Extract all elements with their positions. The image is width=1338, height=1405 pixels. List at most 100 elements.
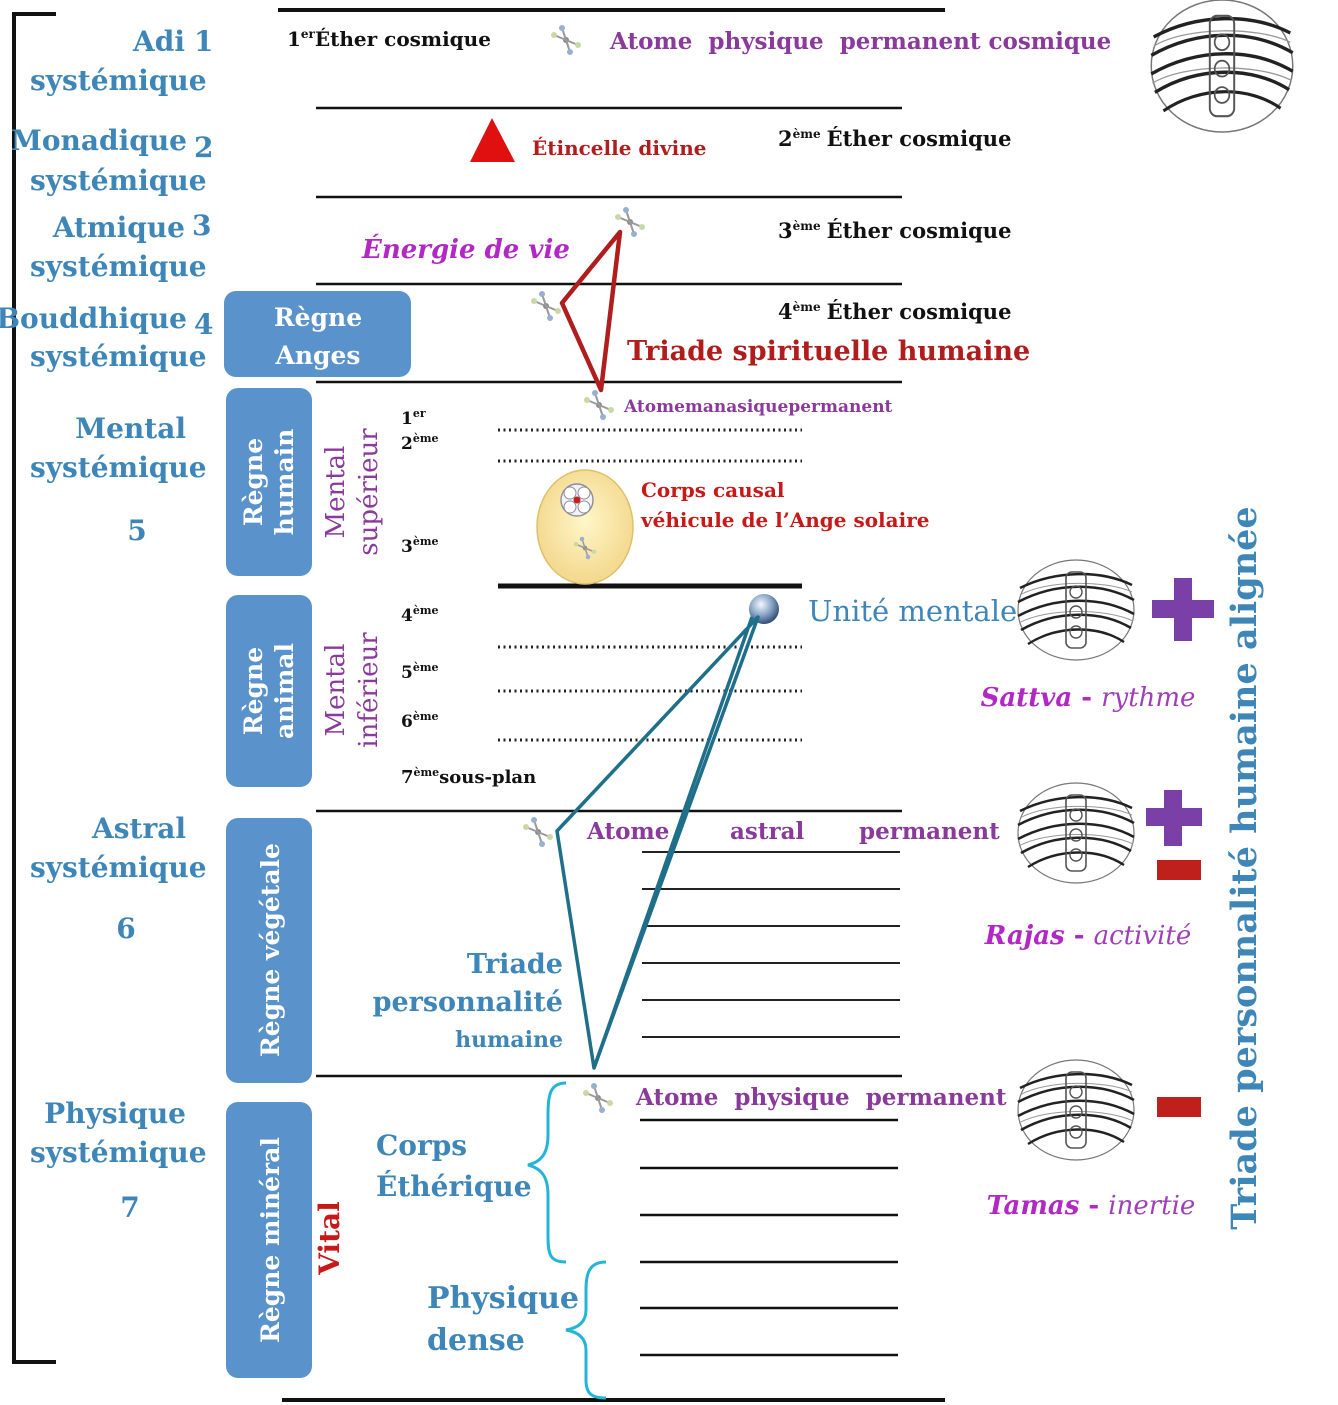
atom-manasic-label: Atomemanasiquepermanent — [623, 397, 893, 417]
spiral-coil-icon — [1149, 0, 1295, 134]
svg-text:systémique: systémique — [30, 451, 207, 484]
atom-astral-label: Atome astral permanent — [586, 818, 1000, 845]
kingdom-vegetal: Règne végétale — [226, 818, 312, 1083]
spiritual-triad-lines — [559, 229, 623, 393]
personality-triad-lines — [555, 615, 760, 1070]
minus-icon — [1157, 1097, 1201, 1117]
unite-mentale-label: Unité mentale — [808, 594, 1017, 628]
svg-text:humain: humain — [270, 429, 299, 536]
mental-inferieur-label: Mental inférieur — [321, 632, 384, 748]
triade-personnalite-label: Triade personnalité humaine — [373, 949, 563, 1053]
svg-text:7èmesous-plan: 7èmesous-plan — [401, 766, 536, 788]
triangle-icon — [470, 118, 515, 162]
causal-body — [536, 469, 634, 585]
spiral-coil-icon — [1016, 1058, 1136, 1162]
plane-label-monadique: Monadique 2 systémique — [11, 124, 214, 197]
svg-text:Anges: Anges — [274, 341, 360, 370]
svg-text:6: 6 — [116, 912, 135, 945]
svg-text:Mental: Mental — [321, 445, 351, 538]
plus-icon — [1146, 790, 1202, 846]
physical-subplane-lines — [640, 1118, 898, 1357]
svg-text:4: 4 — [194, 308, 213, 341]
svg-text:permanent: permanent — [859, 818, 1000, 845]
kingdom-anges: Règne Anges — [224, 291, 411, 377]
atom-physical-label: Atome physique permanent — [635, 1084, 1007, 1111]
svg-text:Corps: Corps — [376, 1129, 467, 1162]
svg-text:systémique: systémique — [30, 1136, 207, 1169]
svg-text:5: 5 — [127, 514, 146, 547]
dense-brace — [565, 1260, 607, 1400]
corps-causal-label: Corps causal — [641, 478, 785, 502]
svg-text:6ème: 6ème — [401, 710, 438, 732]
corps-causal-sub-label: véhicule de l’Ange solaire — [640, 508, 929, 532]
atom-icon — [522, 816, 554, 848]
personality-triad-inner-line — [592, 616, 754, 1069]
spiritual-triad-label: Triade spirituelle humaine — [627, 336, 1030, 367]
guna-tamas-label: Tamas - inertie — [987, 1191, 1196, 1221]
svg-text:systémique: systémique — [30, 250, 207, 283]
mental-superieur-label: Mental supérieur — [321, 428, 384, 556]
plane-label-mental: Mental systémique 5 — [30, 412, 207, 547]
mental-subplane-lines — [498, 428, 802, 742]
svg-text:Atmique: Atmique — [52, 211, 185, 244]
plane-label-atmique: Atmique 3 systémique — [30, 209, 211, 283]
plane-label-astral: Astral systémique 6 — [30, 812, 207, 945]
svg-text:Monadique: Monadique — [11, 124, 187, 157]
svg-text:systémique: systémique — [30, 164, 207, 197]
svg-text:Triade: Triade — [467, 949, 563, 980]
svg-text:supérieur: supérieur — [354, 428, 384, 556]
atom-icon — [582, 1082, 614, 1114]
svg-text:Atome: Atome — [586, 818, 669, 845]
guna-sattva-label: Sattva - rythme — [981, 683, 1196, 713]
svg-text:systémique: systémique — [30, 64, 207, 97]
svg-text:7: 7 — [120, 1191, 139, 1224]
svg-text:2ème: 2ème — [401, 432, 438, 454]
svg-text:1er: 1er — [401, 407, 426, 429]
etincelle-label: Étincelle divine — [532, 136, 706, 160]
svg-text:Règne: Règne — [239, 647, 268, 735]
svg-text:3ème: 3ème — [401, 535, 438, 557]
svg-text:Règne: Règne — [239, 438, 268, 526]
minus-icon — [1157, 860, 1201, 880]
svg-text:Bouddhique: Bouddhique — [0, 302, 187, 335]
svg-text:Physique: Physique — [44, 1097, 186, 1130]
svg-text:2: 2 — [194, 131, 213, 164]
energie-label: Énergie de vie — [361, 233, 570, 265]
kingdom-animal: Règne animal — [226, 595, 312, 787]
atom-cosmic-label: Atome physique permanent cosmique — [609, 28, 1111, 55]
atom-icon — [583, 389, 615, 421]
svg-text:astral: astral — [730, 818, 804, 845]
svg-text:animal: animal — [270, 643, 299, 739]
plane-label-physique: Physique systémique 7 — [30, 1097, 207, 1224]
svg-text:Règne: Règne — [274, 303, 362, 332]
svg-text:Physique: Physique — [427, 1281, 579, 1316]
spiral-coil-icon — [1016, 781, 1136, 885]
kingdom-mineral: Règne minéral — [226, 1102, 312, 1378]
left-bracket — [12, 12, 56, 1364]
svg-text:systémique: systémique — [30, 851, 207, 884]
kingdom-humain: Règne humain — [226, 388, 312, 576]
svg-text:dense: dense — [427, 1323, 525, 1358]
spiral-coil-icon — [1016, 558, 1136, 662]
plus-icon — [1152, 578, 1214, 641]
svg-text:Règne minéral: Règne minéral — [256, 1137, 285, 1343]
etheric-brace — [527, 1081, 567, 1264]
astral-subplane-lines — [642, 851, 900, 1038]
svg-text:3: 3 — [192, 209, 211, 242]
svg-text:Règne végétale: Règne végétale — [256, 843, 285, 1057]
plane-dividers — [278, 8, 945, 1402]
triade-alignee-title: Triade personnalité humaine alignée — [1224, 506, 1265, 1229]
svg-text:personnalité: personnalité — [373, 987, 563, 1018]
corps-etherique-label: Corps Éthérique — [376, 1129, 532, 1203]
svg-text:1erÉther cosmique: 1erÉther cosmique — [287, 27, 491, 51]
svg-text:1: 1 — [194, 25, 213, 58]
plane-label-adi: Adi 1 systémique — [30, 25, 213, 97]
atom-icon — [550, 24, 582, 56]
svg-text:4ème: 4ème — [401, 604, 438, 626]
